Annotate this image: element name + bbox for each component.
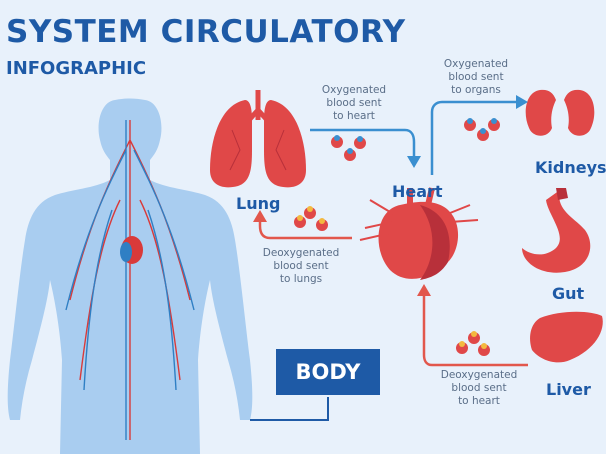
lung-illustration xyxy=(210,90,306,188)
human-body-figure xyxy=(7,98,253,454)
label-lung: Lung xyxy=(236,194,281,213)
label-gut: Gut xyxy=(552,284,585,303)
body-label-box: BODY xyxy=(276,349,380,395)
liver-illustration xyxy=(530,311,603,363)
heart-illustration xyxy=(359,187,479,280)
title-line1: SYSTEM CIRCULATORY xyxy=(6,14,406,50)
stomach-illustration xyxy=(522,188,591,273)
label-kidneys: Kidneys xyxy=(535,158,606,177)
flow-arrows xyxy=(250,95,528,421)
label-heart: Heart xyxy=(392,182,443,201)
title-line2: INFOGRAPHIC xyxy=(6,58,147,79)
kidneys-illustration xyxy=(525,89,595,136)
label-liver: Liver xyxy=(546,380,591,399)
blood-cells xyxy=(294,118,500,356)
